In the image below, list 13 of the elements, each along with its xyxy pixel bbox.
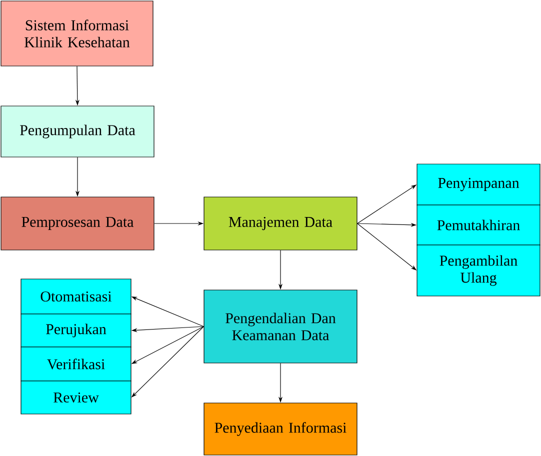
process-box: Review — [20, 380, 132, 414]
process-box: Verifikasi — [20, 346, 132, 382]
process-box: Pengumpulan Data — [0, 106, 154, 158]
process-box: Otomatisasi — [20, 278, 132, 314]
process-box: Pengambilan Ulang — [416, 244, 540, 296]
process-box: Perujukan — [20, 314, 132, 348]
process-box: Manajemen Data — [204, 196, 358, 250]
process-box: Pengendalian Dan Keamanan Data — [204, 290, 358, 364]
process-box: Penyediaan Informasi — [204, 402, 358, 456]
process-box: Pemprosesan Data — [0, 196, 154, 250]
process-box: Penyimpanan — [416, 164, 540, 206]
process-box: Pemutakhiran — [416, 204, 540, 246]
title-box: Sistem Informasi Klinik Kesehatan — [0, 0, 154, 66]
